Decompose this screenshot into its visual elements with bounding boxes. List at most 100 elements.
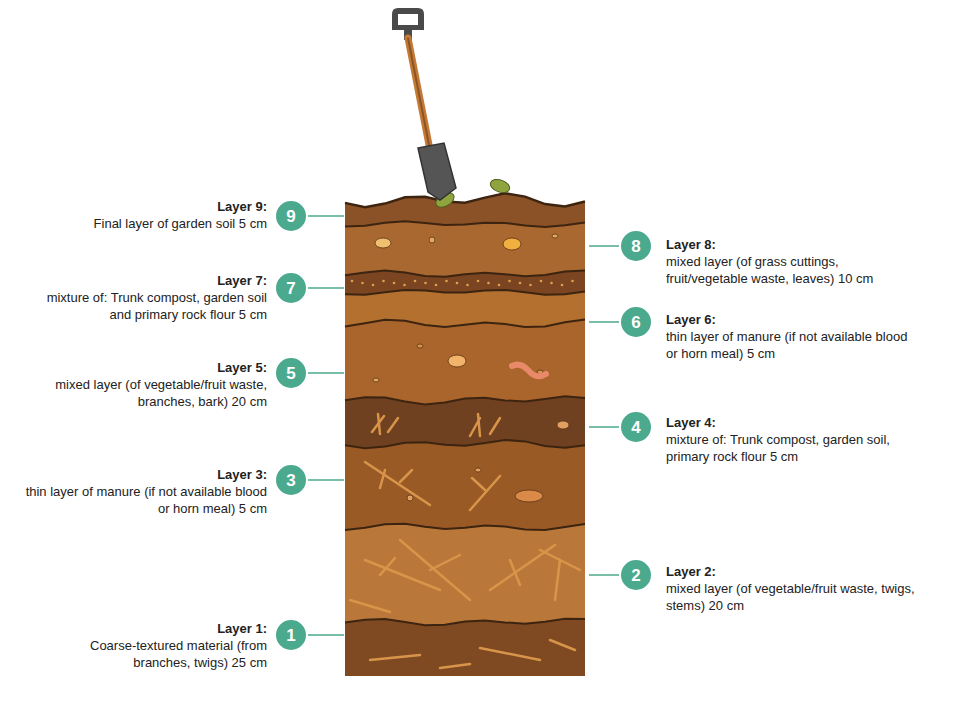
layer-label: Layer 4:mixture of: Trunk compost, garde… bbox=[666, 414, 926, 465]
pebble bbox=[557, 421, 569, 429]
soil-band bbox=[345, 290, 585, 676]
callout-number-text: 3 bbox=[286, 472, 295, 489]
band-edge bbox=[345, 193, 585, 207]
callout-number: 7 bbox=[276, 273, 306, 303]
callout-number: 2 bbox=[621, 560, 651, 590]
speck bbox=[435, 284, 438, 287]
callout-number: 1 bbox=[276, 620, 306, 650]
layer-heading: Layer 5: bbox=[5, 359, 267, 376]
layer-description: mixed layer (of grass cuttings, fruit/ve… bbox=[666, 253, 901, 287]
twig bbox=[478, 414, 480, 436]
speck bbox=[445, 280, 448, 283]
layer-description: Coarse-textured material (from branches,… bbox=[82, 637, 267, 671]
callout-number-text: 1 bbox=[286, 627, 295, 644]
layer-description: mixture of: Trunk compost, garden soil a… bbox=[45, 289, 267, 323]
layer-description: mixture of: Trunk compost, garden soil, … bbox=[666, 431, 926, 465]
pebble bbox=[407, 495, 413, 501]
callout-number-text: 4 bbox=[631, 419, 640, 436]
layer-label: Layer 1:Coarse-textured material (from b… bbox=[82, 620, 267, 671]
twig bbox=[365, 462, 430, 505]
leader-line bbox=[308, 634, 344, 636]
speck bbox=[529, 284, 532, 287]
pebble bbox=[448, 355, 466, 367]
twig bbox=[370, 655, 420, 660]
layer-label: Layer 5:mixed layer (of vegetable/fruit … bbox=[5, 359, 267, 410]
speck bbox=[351, 280, 354, 283]
leader-line bbox=[308, 479, 344, 481]
callout-number-text: 8 bbox=[631, 238, 640, 255]
layer-heading: Layer 2: bbox=[666, 563, 916, 580]
speck bbox=[498, 284, 501, 287]
band-edge bbox=[345, 524, 585, 530]
callout-number-text: 9 bbox=[286, 208, 295, 225]
speck bbox=[571, 280, 574, 283]
twig bbox=[480, 648, 540, 660]
callout-number-text: 5 bbox=[286, 365, 295, 382]
callout-number: 6 bbox=[621, 307, 651, 337]
layer-description: mixed layer (of vegetable/fruit waste, b… bbox=[5, 376, 267, 410]
twig bbox=[470, 476, 500, 510]
soil-band bbox=[345, 320, 585, 676]
leader-line bbox=[589, 245, 619, 247]
callout-number-text: 7 bbox=[286, 280, 295, 297]
pebble bbox=[429, 237, 435, 243]
band-edge bbox=[345, 270, 585, 276]
band-edge bbox=[345, 320, 585, 328]
leader-line bbox=[589, 321, 619, 323]
twig bbox=[400, 540, 470, 600]
layer-heading: Layer 8: bbox=[666, 236, 901, 253]
soil-band bbox=[345, 440, 585, 676]
layer-label: Layer 8:mixed layer (of grass cuttings, … bbox=[666, 236, 901, 287]
twig bbox=[555, 560, 560, 600]
callout-number: 3 bbox=[276, 465, 306, 495]
speck bbox=[477, 280, 480, 283]
leader-line bbox=[308, 215, 344, 217]
twig bbox=[550, 640, 575, 650]
speck bbox=[372, 284, 375, 287]
speck bbox=[561, 284, 564, 287]
speck bbox=[361, 282, 364, 285]
layer-heading: Layer 1: bbox=[82, 620, 267, 637]
pebble bbox=[373, 378, 379, 382]
twig bbox=[388, 418, 398, 432]
pebble bbox=[375, 238, 391, 248]
layer-label: Layer 6:thin layer of manure (if not ava… bbox=[666, 311, 916, 362]
twig bbox=[440, 664, 470, 668]
layer-label: Layer 3:thin layer of manure (if not ava… bbox=[17, 466, 267, 517]
callout-number: 9 bbox=[276, 201, 306, 231]
twig bbox=[350, 600, 390, 612]
layer-label: Layer 7:mixture of: Trunk compost, garde… bbox=[45, 272, 267, 323]
speck bbox=[456, 282, 459, 285]
soil-band bbox=[345, 221, 585, 676]
speck bbox=[540, 280, 543, 283]
twig bbox=[380, 470, 385, 488]
speck bbox=[466, 284, 469, 287]
speck bbox=[508, 280, 511, 283]
callout-number: 8 bbox=[621, 231, 651, 261]
twig bbox=[378, 414, 380, 434]
band-edge bbox=[345, 396, 585, 404]
soil-band bbox=[345, 524, 585, 676]
speck bbox=[424, 282, 427, 285]
shovel bbox=[392, 8, 456, 200]
layer-description: Final layer of garden soil 5 cm bbox=[5, 215, 267, 232]
twig bbox=[380, 558, 395, 575]
soil-band bbox=[345, 193, 585, 676]
callout-number-text: 2 bbox=[631, 567, 640, 584]
soil-band bbox=[345, 619, 585, 676]
pebble bbox=[417, 344, 423, 348]
layer-description: thin layer of manure (if not available b… bbox=[17, 483, 267, 517]
speck bbox=[519, 282, 522, 285]
soil-band bbox=[345, 270, 585, 676]
callout-number: 5 bbox=[276, 358, 306, 388]
twig bbox=[490, 418, 500, 434]
layer-description: thin layer of manure (if not available b… bbox=[666, 328, 916, 362]
leader-line bbox=[308, 372, 344, 374]
layer-heading: Layer 9: bbox=[5, 198, 267, 215]
leader-line bbox=[589, 426, 619, 428]
band-edge bbox=[345, 290, 585, 295]
pebble bbox=[503, 238, 521, 250]
band-edge bbox=[345, 619, 585, 625]
layer-description: mixed layer (of vegetable/fruit waste, t… bbox=[666, 580, 916, 614]
leaders bbox=[308, 216, 619, 635]
